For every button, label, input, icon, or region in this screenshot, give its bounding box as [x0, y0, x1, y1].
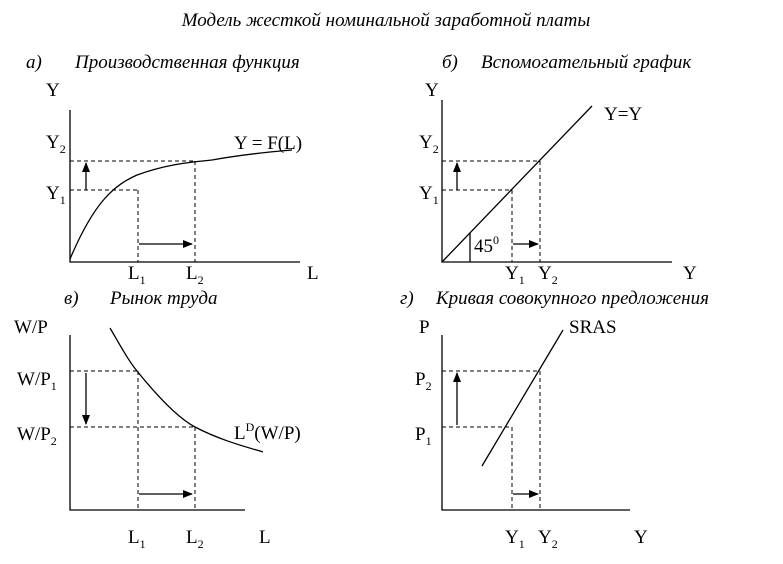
panel-c-curve-label: LD(W/P)	[234, 420, 301, 444]
panel-d-sras-curve	[481, 329, 564, 467]
panel-c-l1-label: L1	[128, 527, 146, 551]
panel-a-production-function: а) Производственная функция Y L Y = F(L)…	[26, 52, 319, 287]
panel-a-y-axis-label: Y	[46, 80, 60, 101]
panel-b-heading: Вспомогательный график	[481, 52, 692, 73]
panel-d-y2-label: Y2	[538, 527, 558, 551]
panel-b-45-degree-line	[441, 105, 593, 263]
panel-c-wp2-label: W/P2	[17, 424, 57, 448]
panel-c-axes	[69, 335, 245, 511]
panel-d-letter: г)	[400, 288, 414, 309]
panel-c-labor-demand-curve	[109, 327, 264, 453]
panel-a-x-axis-label: L	[307, 263, 319, 284]
panel-a-curve-label: Y = F(L)	[234, 133, 302, 154]
panel-b-auxiliary-graph: б) Вспомогательный график Y Y Y=Y 450 Y2…	[419, 52, 697, 287]
panel-c-letter: в)	[64, 288, 79, 309]
panel-a-l1-label: L1	[128, 263, 146, 287]
panel-d-y1-label: Y1	[505, 527, 525, 551]
panel-d-heading: Кривая совокупного предложения	[435, 288, 709, 309]
panel-b-x2-label: Y2	[538, 263, 558, 287]
panel-d-axes	[441, 335, 630, 511]
panel-c-wp1-label: W/P1	[17, 369, 57, 393]
panel-b-y-axis-label: Y	[425, 80, 439, 101]
panel-d-x-axis-label: Y	[634, 527, 648, 548]
panel-d-p2-label: P2	[415, 369, 432, 393]
panel-c-y-axis-label: W/P	[14, 317, 48, 338]
panel-a-heading: Производственная функция	[74, 52, 300, 73]
panel-a-production-curve	[69, 149, 293, 260]
panel-a-y2-label: Y2	[46, 132, 66, 156]
panel-d-p1-label: P1	[415, 424, 432, 448]
panel-c-heading: Рынок труда	[109, 288, 218, 309]
panel-b-letter: б)	[442, 52, 458, 73]
panel-a-l2-label: L2	[186, 263, 204, 287]
panel-d-aggregate-supply: г) Кривая совокупного предложения P Y SR…	[400, 288, 709, 551]
panel-d-y-axis-label: P	[419, 317, 430, 338]
main-title: Модель жесткой номинальной заработной пл…	[181, 10, 591, 31]
panel-c-labor-market: в) Рынок труда W/P L LD(W/P) W/P1 W/P2 L…	[14, 288, 301, 551]
panel-b-curve-label: Y=Y	[604, 104, 642, 125]
panel-d-curve-label: SRAS	[569, 317, 617, 338]
panel-b-y2-label: Y2	[419, 132, 439, 156]
panel-b-x-axis-label: Y	[683, 263, 697, 284]
panel-b-x1-label: Y1	[505, 263, 525, 287]
panel-b-angle-label: 450	[474, 233, 499, 257]
panel-c-l2-label: L2	[186, 527, 204, 551]
panel-c-x-axis-label: L	[259, 527, 271, 548]
panel-a-letter: а)	[26, 52, 42, 73]
panel-a-y1-label: Y1	[46, 183, 66, 207]
panel-b-y1-label: Y1	[419, 183, 439, 207]
